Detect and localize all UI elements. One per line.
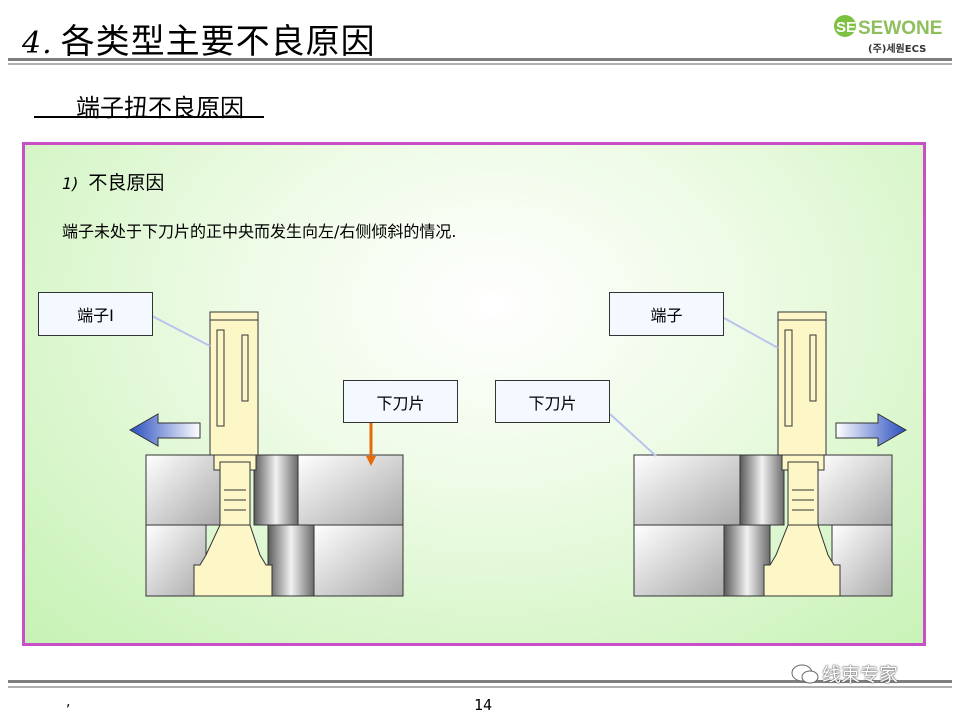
panel-description: 端子未处于下刀片的正中央而发生向左/右侧倾斜的情况. <box>62 222 457 241</box>
logo-subtext: (주)세원ECS <box>868 44 927 55</box>
subtitle-underline <box>34 116 264 118</box>
right-tilt-arrow <box>835 413 908 447</box>
footer-mark: , <box>66 694 71 710</box>
right-terminal-pointer <box>723 317 779 349</box>
heading-text: 不良原因 <box>88 172 165 194</box>
logo-text: SEWONECS <box>858 18 942 39</box>
top-divider <box>8 58 952 61</box>
panel-heading: 1) 不良原因 <box>62 168 164 195</box>
left-terminal-pointer <box>151 315 211 347</box>
right-terminal <box>763 311 841 597</box>
page-title: 4.各类型主要不良原因 <box>22 14 376 63</box>
left-blade-label: 下刀片 <box>343 380 458 423</box>
chat-icon <box>791 664 819 684</box>
bottom-divider-thin <box>8 686 952 688</box>
heading-index: 1) <box>62 174 79 193</box>
right-blade-label: 下刀片 <box>495 380 610 423</box>
title-text: 各类型主要不良原因 <box>60 22 376 62</box>
right-blade-pointer <box>609 413 657 457</box>
top-divider-thin <box>8 63 952 65</box>
svg-text:SE: SE <box>836 19 856 36</box>
left-blade-block <box>145 454 404 597</box>
left-terminal <box>193 311 273 597</box>
right-blade-block <box>633 454 893 597</box>
bottom-divider <box>8 680 952 683</box>
right-terminal-label: 端子 <box>609 292 724 336</box>
company-logo: SE SEWONECS <box>834 15 942 39</box>
left-tilt-arrow <box>128 413 201 447</box>
left-blade-pointer-head <box>366 456 376 466</box>
watermark-text: 线束专家 <box>822 664 899 686</box>
section-number: 4. <box>22 26 53 61</box>
page-number: 14 <box>474 696 493 714</box>
left-terminal-label: 端子I <box>38 292 153 336</box>
